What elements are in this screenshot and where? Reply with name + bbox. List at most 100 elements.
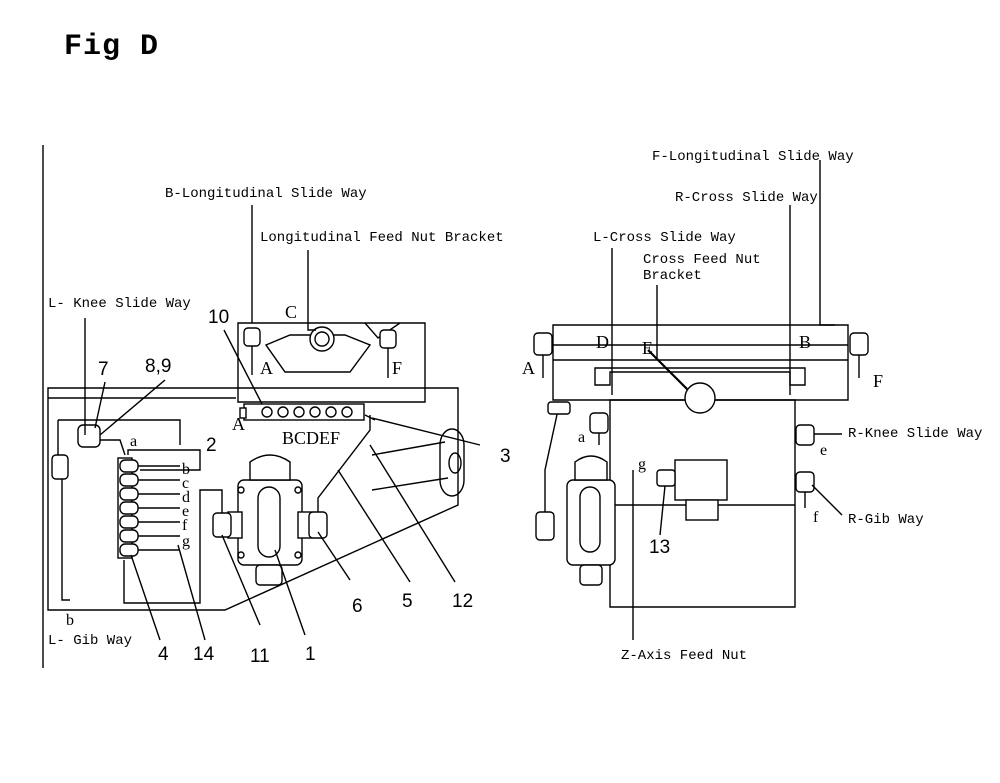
letter-d-small: d: [182, 489, 190, 506]
left-saddle-notch: [364, 322, 401, 339]
leader-feed-nut: [307, 250, 316, 331]
letter-a-top: A: [260, 358, 273, 378]
letter-f-small-right: f: [813, 509, 819, 526]
tube-top-loop: [58, 419, 181, 445]
label-r-cross-slide-way: R-Cross Slide Way: [675, 190, 818, 206]
leader-1: [274, 549, 306, 636]
callout-13: 13: [649, 537, 670, 558]
letter-f-right: F: [873, 371, 883, 391]
label-b-longitudinal-slide-way: B-Longitudinal Slide Way: [165, 186, 367, 202]
fitting-a-lower: [589, 412, 609, 434]
leader-3: [371, 417, 481, 446]
manifold-outlets: [138, 465, 180, 551]
callout-12: 12: [452, 591, 473, 612]
knee-cylinder-end: [439, 428, 465, 497]
letter-b-small: b: [182, 461, 190, 478]
callout-5: 5: [402, 591, 413, 612]
cross-feed-nut-inner: [314, 331, 330, 347]
left-saddle: [237, 322, 426, 403]
letter-g-small-right: g: [638, 456, 646, 473]
knee-cylinder-top: [371, 441, 446, 456]
fitting-7: [77, 424, 101, 448]
label-cross-feed-nut-bracket: Bracket: [643, 268, 702, 284]
callout-8-9: 8,9: [145, 356, 171, 377]
letter-a-small: a: [130, 433, 137, 450]
knee-cylinder-bore: [448, 452, 462, 474]
tube-pump-inlet: [123, 489, 223, 604]
fitting-e-right: [795, 424, 815, 446]
z-axis-nut-box: [674, 459, 728, 501]
leader-4: [130, 554, 161, 641]
letter-a-right: A: [522, 358, 535, 378]
fitting-f-lower: [795, 471, 815, 493]
oil-pump: [227, 454, 313, 586]
fitting-a-right: [533, 332, 553, 356]
label-r-gib-way: R-Gib Way: [848, 512, 924, 528]
label-cross-feed-nut: Cross Feed Nut: [643, 252, 761, 268]
callout-10: 10: [208, 307, 229, 328]
fitting-g-right: [656, 469, 676, 487]
right-view: F-Longitudinal Slide Way R-Cross Slide W…: [522, 149, 982, 664]
callout-3: 3: [500, 446, 511, 467]
pump-inlet-fitting: [212, 512, 232, 538]
letter-d-right: D: [596, 332, 609, 352]
letter-c: C: [285, 302, 297, 322]
letter-b-gib: b: [66, 612, 74, 629]
lever-e-ball: [684, 382, 716, 414]
letter-f-small: f: [182, 517, 188, 534]
tube-9: [100, 439, 126, 456]
leader-11: [221, 534, 261, 626]
tube-gib: [61, 478, 70, 601]
label-l-gib-way: L- Gib Way: [48, 633, 132, 649]
right-pump-tube-fitting: [547, 401, 571, 415]
label-l-cross-slide-way: L-Cross Slide Way: [593, 230, 736, 246]
letter-e-right: E: [642, 338, 653, 358]
tube-joint: [364, 414, 376, 421]
letter-b-right: B: [799, 332, 811, 352]
letter-g-small: g: [182, 533, 190, 550]
letter-e-small-right: e: [820, 442, 827, 459]
leader-r-gib: [811, 484, 843, 516]
right-oil-pump: [535, 455, 616, 586]
letter-c-small: c: [182, 475, 189, 492]
distributor-endcap: [239, 407, 247, 419]
tube-2: [127, 449, 201, 471]
fitting-b: [51, 454, 69, 480]
letters-bcdef: BCDEF: [282, 428, 340, 448]
label-r-knee-slide-way: R-Knee Slide Way: [848, 426, 982, 442]
tube-pump-outlet: [317, 415, 371, 512]
fitting-f-right: [849, 332, 869, 356]
right-table: [552, 324, 849, 401]
leader-10: [223, 329, 263, 405]
cross-feed-nut-circle: [309, 326, 335, 352]
right-pump-tube: [544, 404, 564, 512]
letter-f: F: [392, 358, 402, 378]
leader-7: [94, 381, 106, 429]
left-view: B-Longitudinal Slide Way Longitudinal Fe…: [42, 145, 511, 668]
manifold-block: [117, 457, 139, 559]
fitting-a-top: [243, 327, 261, 347]
distributor-ports: [261, 406, 353, 418]
callout-4: 4: [158, 644, 169, 665]
label-longitudinal-feed-nut-bracket: Longitudinal Feed Nut Bracket: [260, 230, 504, 246]
z-axis-nut-base: [685, 499, 719, 521]
fitting-f-top: [379, 329, 397, 349]
leader-f-long: [819, 160, 835, 326]
callout-2: 2: [206, 435, 217, 456]
leader-5: [337, 469, 411, 583]
label-f-longitudinal-slide-way: F-Longitudinal Slide Way: [652, 149, 854, 165]
callout-1: 1: [305, 644, 316, 665]
letter-e-small: e: [182, 503, 189, 520]
figure-title: Fig D: [64, 30, 160, 64]
left-saddle-recess: [264, 334, 372, 373]
knee-cylinder-bottom: [371, 477, 449, 491]
callout-11: 11: [250, 646, 270, 667]
label-l-knee-slide-way: L- Knee Slide Way: [48, 296, 191, 312]
leader-89: [99, 379, 166, 436]
leader-12: [369, 444, 456, 583]
leader-6: [317, 531, 351, 581]
leader-14: [177, 544, 206, 641]
callout-14: 14: [193, 644, 215, 665]
